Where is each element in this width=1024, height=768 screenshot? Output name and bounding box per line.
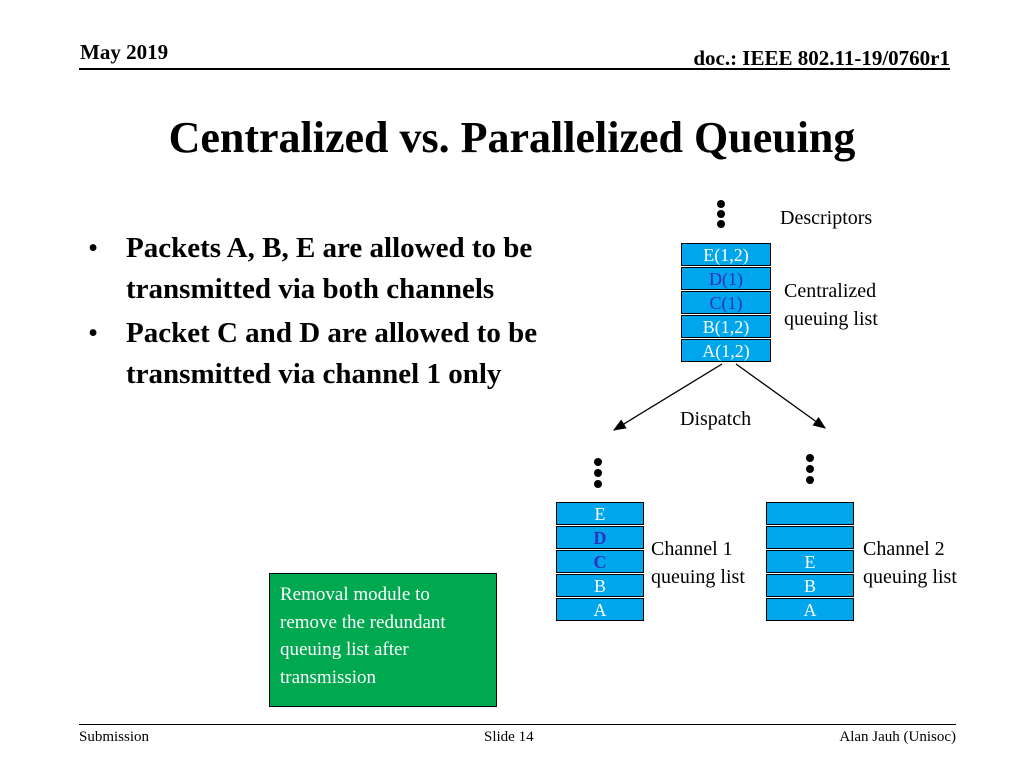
channel2-queue-label-line: Channel 2	[863, 538, 945, 560]
channel2-queue-label-line: queuing list	[863, 566, 957, 588]
channel2-queue-cell: B	[766, 574, 854, 597]
channel1-queue-cell: B	[556, 574, 644, 597]
central-queue-cell: A(1,2)	[681, 339, 771, 362]
channel2-queue-cell	[766, 526, 854, 549]
central-queue-cell: C(1)	[681, 291, 771, 314]
central-queue-label-line: Centralized	[784, 280, 877, 302]
channel2-queue-label: Channel 2 queuing list	[863, 535, 957, 591]
footer-slide-number: Slide 14	[484, 729, 534, 745]
channel2-queue-cell: E	[766, 550, 854, 573]
bullet-icon: •	[88, 317, 99, 349]
ellipsis-icon	[717, 200, 725, 228]
channel1-queue-label-line: queuing list	[651, 566, 745, 588]
removal-module-box: Removal module to remove the redundant q…	[269, 573, 497, 707]
dispatch-label: Dispatch	[680, 408, 752, 430]
central-queue-label-line: queuing list	[784, 308, 878, 330]
ellipsis-icon	[594, 458, 602, 488]
central-queue-label: Centralized queuing list	[784, 277, 878, 333]
ellipsis-icon	[806, 454, 814, 484]
header-doc-id: doc.: IEEE 802.11-19/0760r1	[693, 46, 950, 70]
slide-title: Centralized vs. Parallelized Queuing	[168, 113, 856, 162]
central-queue-cell: D(1)	[681, 267, 771, 290]
bullet-item: • Packet C and D are allowed to be trans…	[88, 313, 548, 395]
dispatch-arrow-left	[612, 363, 723, 431]
header-rule	[79, 68, 950, 70]
footer-author: Alan Jauh (Unisoc)	[839, 729, 956, 745]
footer-submission: Submission	[79, 729, 150, 745]
bullet-icon: •	[88, 232, 99, 264]
bullet-text: Packets A, B, E are allowed to be transm…	[126, 232, 533, 305]
descriptors-label: Descriptors	[780, 207, 873, 229]
channel1-queue-cell: C	[556, 550, 644, 573]
channel1-queue-cell: A	[556, 598, 644, 621]
bullet-list: • Packets A, B, E are allowed to be tran…	[88, 228, 548, 398]
channel1-queue-cell: D	[556, 526, 644, 549]
channel2-queue-cell	[766, 502, 854, 525]
channel1-queue-label: Channel 1 queuing list	[651, 535, 745, 591]
bullet-text: Packet C and D are allowed to be transmi…	[126, 317, 538, 390]
channel1-queue-label-line: Channel 1	[651, 538, 733, 560]
footer-rule	[79, 724, 956, 725]
header-date: May 2019	[80, 40, 169, 64]
channel2-queue-cell: A	[766, 598, 854, 621]
central-queue-cell: E(1,2)	[681, 243, 771, 266]
central-queue-cell: B(1,2)	[681, 315, 771, 338]
bullet-item: • Packets A, B, E are allowed to be tran…	[88, 228, 548, 310]
dispatch-arrow-right	[735, 363, 827, 429]
channel1-queue-cell: E	[556, 502, 644, 525]
